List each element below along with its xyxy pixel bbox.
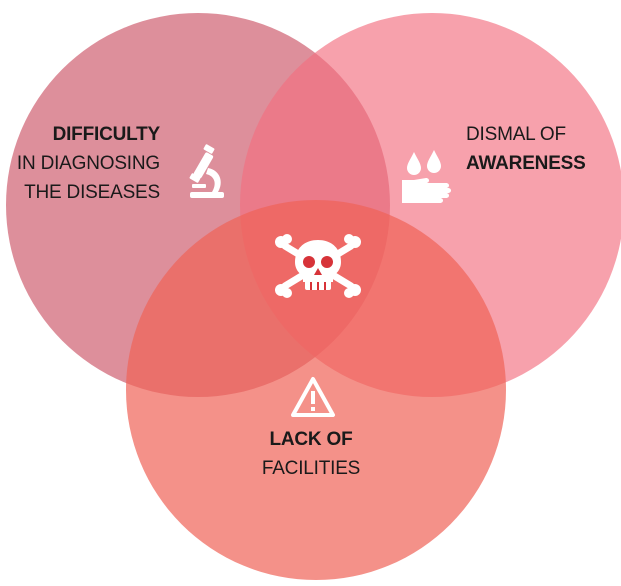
label-awareness-line1: DISMAL OF [466, 124, 566, 145]
label-awareness-title: AWARENESS [466, 153, 586, 174]
label-difficulty-line3: THE DISEASES [24, 182, 160, 203]
skull-crossbones-icon [275, 234, 361, 298]
label-difficulty-line2: IN DIAGNOSING [16, 153, 160, 174]
microscope-icon [189, 144, 224, 198]
label-facilities-line2: FACILITIES [261, 458, 361, 479]
label-difficulty-title: DIFFICULTY [52, 124, 161, 145]
label-awareness: DISMAL OF AWARENESS [466, 120, 616, 178]
label-facilities-title: LACK OF [269, 429, 353, 450]
circle-facilities [126, 200, 506, 580]
warning-icon [291, 377, 335, 417]
label-difficulty: DIFFICULTY IN DIAGNOSING THE DISEASES [0, 120, 160, 207]
label-facilities: LACK OF FACILITIES [221, 425, 401, 483]
hand-washing-icon [402, 150, 451, 203]
